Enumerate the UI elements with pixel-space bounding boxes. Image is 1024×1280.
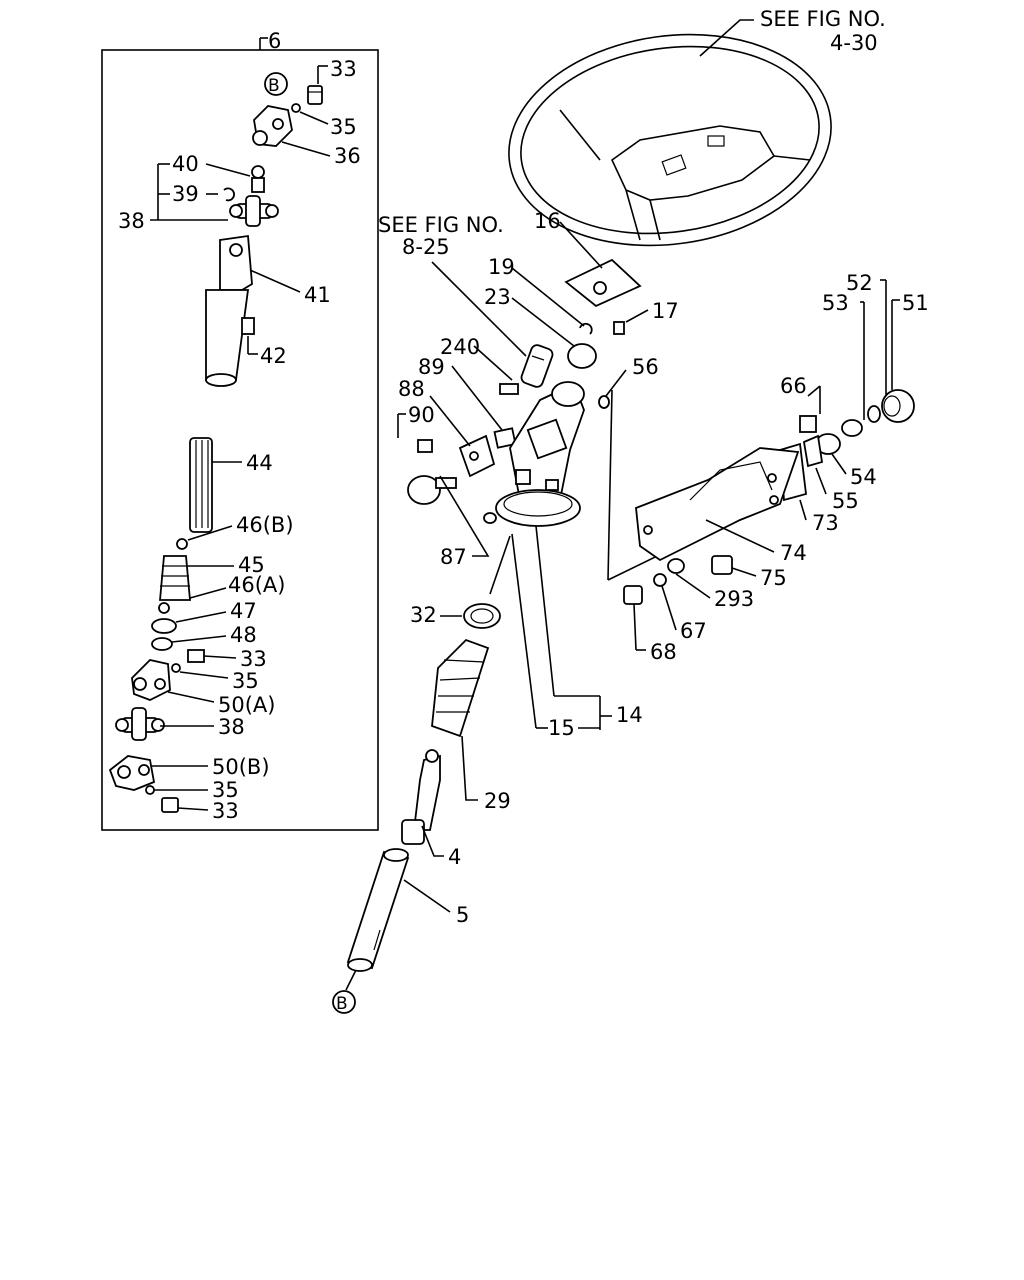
callout-50a: 50(A) bbox=[218, 693, 275, 717]
callout-35-top: 35 bbox=[330, 115, 357, 139]
callout-48: 48 bbox=[230, 623, 257, 647]
callout-15: 15 bbox=[548, 716, 575, 740]
spline-shaft-44 bbox=[189, 437, 213, 533]
callout-73: 73 bbox=[812, 511, 839, 535]
inset-frame bbox=[101, 49, 379, 831]
callout-38-top: 38 bbox=[118, 209, 145, 233]
callout-29: 29 bbox=[484, 789, 511, 813]
callout-293: 293 bbox=[714, 587, 754, 611]
ref-steering-wheel-fig: 4-30 bbox=[830, 31, 878, 55]
shaft-assembly-inset: 6 B 33 35 36 40 39 bbox=[101, 29, 379, 831]
upper-shaft-4 bbox=[401, 749, 441, 845]
plate-16 bbox=[564, 258, 642, 308]
callout-68: 68 bbox=[650, 640, 677, 664]
spider-38-top bbox=[229, 195, 279, 227]
callout-67: 67 bbox=[680, 619, 707, 643]
marker-b-bottom: B bbox=[332, 969, 357, 1014]
plate-88 bbox=[458, 434, 496, 478]
callout-40: 40 bbox=[172, 152, 199, 176]
tilt-bracket-74 bbox=[635, 447, 800, 562]
callout-90: 90 bbox=[408, 403, 435, 427]
callout-44: 44 bbox=[246, 451, 273, 475]
callout-39: 39 bbox=[172, 182, 199, 206]
callout-87: 87 bbox=[440, 545, 467, 569]
marker-b-top: B bbox=[264, 72, 288, 96]
yoke-50b bbox=[108, 755, 156, 791]
callout-4: 4 bbox=[448, 845, 461, 869]
lower-shaft-5 bbox=[346, 848, 410, 972]
callout-50b: 50(B) bbox=[212, 755, 270, 779]
boot-45 bbox=[159, 555, 191, 601]
callout-33-top: 33 bbox=[330, 57, 357, 81]
callout-51: 51 bbox=[902, 291, 929, 315]
callout-33-mid: 33 bbox=[240, 647, 267, 671]
callout-45: 45 bbox=[238, 553, 265, 577]
callout-46a: 46(A) bbox=[228, 573, 285, 597]
ref-lock-fig: 8-25 bbox=[402, 235, 450, 259]
spider-38-bottom bbox=[115, 707, 165, 741]
tilt-knob bbox=[407, 475, 457, 505]
callout-33-bottom: 33 bbox=[212, 799, 239, 823]
callout-32: 32 bbox=[410, 603, 437, 627]
callout-56: 56 bbox=[632, 355, 659, 379]
callout-14: 14 bbox=[616, 703, 643, 727]
ref-steering-wheel-see: SEE FIG NO. bbox=[760, 7, 886, 31]
callout-41: 41 bbox=[304, 283, 331, 307]
bolt-33-top bbox=[307, 65, 328, 105]
callout-19: 19 bbox=[488, 255, 515, 279]
column-housing-14 bbox=[495, 381, 585, 527]
callout-53: 53 bbox=[822, 291, 849, 315]
callout-89: 89 bbox=[418, 355, 445, 379]
shaft-41 bbox=[205, 234, 253, 387]
callout-36: 36 bbox=[334, 144, 361, 168]
callout-54: 54 bbox=[850, 465, 877, 489]
callout-55: 55 bbox=[832, 489, 859, 513]
callout-5: 5 bbox=[456, 903, 469, 927]
callout-17: 17 bbox=[652, 299, 679, 323]
grease-fitting-40 bbox=[251, 165, 265, 193]
callout-16: 16 bbox=[534, 209, 561, 233]
callout-35-bottom: 35 bbox=[212, 778, 239, 802]
steering-wheel bbox=[508, 33, 832, 247]
ref-lock-see: SEE FIG NO. bbox=[378, 213, 504, 237]
callout-6: 6 bbox=[268, 29, 281, 53]
lever-knob-51 bbox=[881, 389, 915, 423]
callout-88: 88 bbox=[398, 377, 425, 401]
bellows-29 bbox=[431, 638, 490, 738]
lock-240 bbox=[520, 344, 554, 388]
callout-35-mid: 35 bbox=[232, 669, 259, 693]
yoke-36 bbox=[252, 105, 293, 147]
callout-66: 66 bbox=[780, 374, 807, 398]
callout-46b: 46(B) bbox=[236, 513, 294, 537]
callout-74: 74 bbox=[780, 541, 807, 565]
callout-75: 75 bbox=[760, 566, 787, 590]
callout-47: 47 bbox=[230, 599, 257, 623]
callout-240: 240 bbox=[440, 335, 480, 359]
svg-text:B: B bbox=[336, 994, 348, 1014]
callout-38-bottom: 38 bbox=[218, 715, 245, 739]
callout-52: 52 bbox=[846, 271, 873, 295]
svg-text:B: B bbox=[268, 76, 280, 96]
callout-23: 23 bbox=[484, 285, 511, 309]
yoke-50a bbox=[131, 659, 171, 701]
callout-42: 42 bbox=[260, 344, 287, 368]
